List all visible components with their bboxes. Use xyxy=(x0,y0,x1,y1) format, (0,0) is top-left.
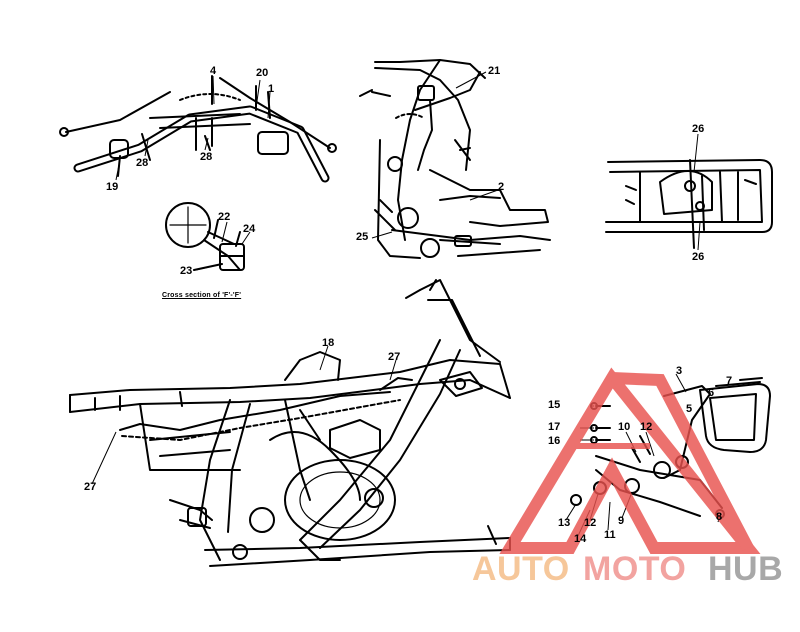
callout-20: 20 xyxy=(256,67,269,79)
callout-11: 11 xyxy=(604,529,616,541)
callout-3: 3 xyxy=(676,365,683,377)
callout-12: 12 xyxy=(640,421,653,433)
callout-28: 28 xyxy=(200,151,213,163)
callout-26: 26 xyxy=(692,123,705,135)
callout-6: 6 xyxy=(708,387,715,399)
handlebar-detail xyxy=(59,75,337,183)
watermark-moto: MOTO xyxy=(583,550,687,588)
callout-25: 25 xyxy=(356,231,369,243)
cross-section-detail xyxy=(165,202,245,271)
callout-18: 18 xyxy=(322,337,335,349)
callout-22: 22 xyxy=(218,211,231,223)
callout-27: 27 xyxy=(84,481,97,493)
callout-24: 24 xyxy=(243,223,256,235)
callout-2: 2 xyxy=(498,181,505,193)
callout-28: 28 xyxy=(136,157,149,169)
callout-12: 12 xyxy=(584,517,597,529)
callout-5: 5 xyxy=(686,403,693,415)
watermark-auto: AUTO xyxy=(472,550,570,588)
callout-10: 10 xyxy=(618,421,631,433)
main-frame-detail xyxy=(69,279,511,567)
callout-8: 8 xyxy=(716,511,723,523)
callout-17: 17 xyxy=(548,421,561,433)
callout-26: 26 xyxy=(692,251,705,263)
watermark-logo-icon xyxy=(499,367,761,554)
callout-27: 27 xyxy=(388,351,401,363)
callout-14: 14 xyxy=(574,533,587,545)
callout-19: 19 xyxy=(106,181,119,193)
callout-13: 13 xyxy=(558,517,571,529)
callout-21: 21 xyxy=(488,65,501,77)
section-caption: Cross section of 'F'-'F' xyxy=(162,292,242,299)
callout-16: 16 xyxy=(548,435,561,447)
callout-7: 7 xyxy=(726,375,733,387)
rear-frame-detail xyxy=(605,159,773,249)
callout-15: 15 xyxy=(548,399,561,411)
callout-leaders xyxy=(91,71,721,537)
frame-top-detail xyxy=(359,59,551,259)
callout-1: 1 xyxy=(268,83,275,95)
callout-23: 23 xyxy=(180,265,193,277)
callout-4: 4 xyxy=(210,65,217,77)
watermark-hub: HUB xyxy=(708,550,784,588)
callout-9: 9 xyxy=(618,515,625,527)
